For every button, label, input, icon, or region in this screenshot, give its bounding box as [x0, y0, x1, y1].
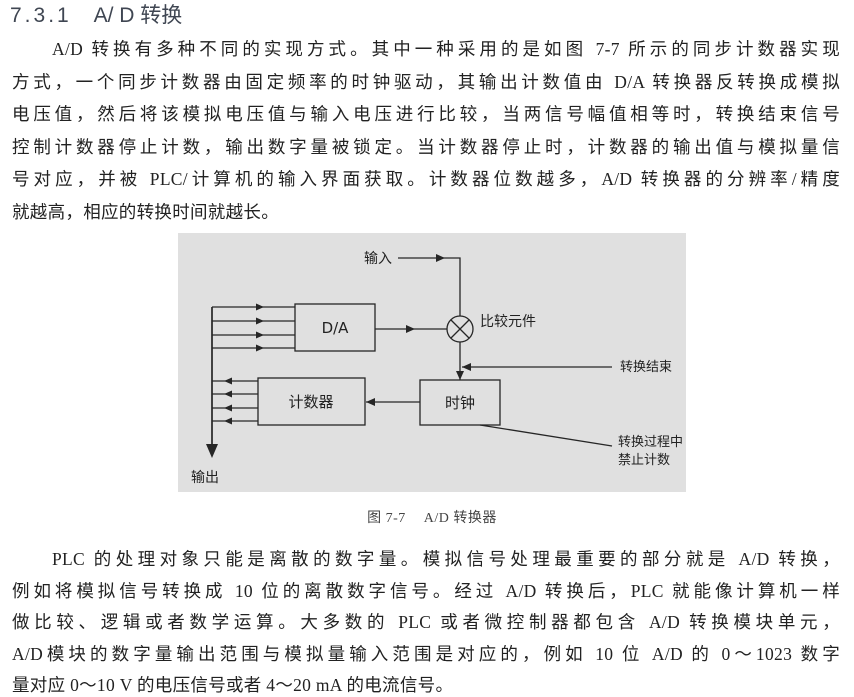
counter-output-arrowhead	[224, 404, 232, 412]
dac-input-arrowhead	[256, 303, 264, 311]
output-bus	[206, 307, 218, 458]
dac-input-arrowhead	[256, 331, 264, 339]
dac-label: D/A	[322, 319, 350, 337]
paragraph-line: 就越高，相应的转换时间就越长。	[12, 201, 279, 222]
counter-output-arrow	[212, 377, 258, 385]
counter-output-arrowhead	[224, 390, 232, 398]
paragraph-line: A/D模块的数字量输出范围与模拟量输入范围是对应的，例如 10 位 A/D 的 …	[12, 643, 840, 664]
dac-output-arrowhead	[406, 325, 415, 333]
inhibit-label-line: 转换过程中	[618, 435, 683, 450]
inhibit-label-line: 禁止计数	[618, 453, 670, 468]
paragraph-line: 控制计数器停止计数，输出数字量被锁定。当计数器停止时，计数器的输出值与模拟量信	[12, 136, 840, 157]
dac-input-arrowhead	[256, 317, 264, 325]
clock-pulse-arrowhead	[366, 398, 375, 406]
inhibit-leader-line	[479, 424, 613, 447]
compare-result-arrowhead	[456, 371, 464, 380]
section-heading: 7.3.1 A/ D 转换	[10, 4, 182, 28]
conversion-end-label: 转换结束	[620, 360, 672, 375]
counter-output-arrowhead	[224, 417, 232, 425]
diagram-background	[178, 233, 686, 492]
dac-output-arrow	[375, 325, 447, 333]
counter-label: 计数器	[288, 393, 333, 411]
paragraph-line: 方式，一个同步计数器由固定频率的时钟驱动，其输出计数值由 D/A 转换器反转换成…	[12, 71, 840, 92]
dac-input-arrow	[212, 344, 295, 352]
dac-input-arrowhead	[256, 344, 264, 352]
paragraph-line: 例如将模拟信号转换成 10 位的离散数字信号。经过 A/D 转换后，PLC 就能…	[12, 580, 840, 601]
paragraph-line: 号对应，并被 PLC/计算机的输入界面获取。计数器位数越多，A/D 转换器的分辨…	[12, 169, 840, 190]
figure-title: A/D 转换器	[423, 511, 497, 526]
counter-output-arrow	[212, 404, 258, 412]
dac-input-arrow	[212, 317, 295, 325]
comparator-label: 比较元件	[480, 314, 536, 330]
dac-input-arrow	[212, 303, 295, 311]
input-label: 输入	[364, 251, 392, 267]
input-line	[398, 257, 461, 316]
paragraph-line: 量对应 0～10 V 的电压信号或者 4～20 mA 的电流信号。	[12, 675, 454, 695]
counter-output-arrow	[212, 390, 258, 398]
counter-output-arrowhead	[224, 377, 232, 385]
section-number: 7.3.1	[10, 4, 72, 27]
figure-number: 图 7-7	[367, 511, 406, 526]
counter-box	[257, 377, 366, 426]
output-bus-arrowhead	[206, 444, 218, 458]
section-title: A/ D 转换	[93, 4, 183, 27]
conversion-end-arrow	[462, 363, 612, 371]
conversion-end-arrowhead	[462, 363, 471, 371]
ad-converter-diagram: 输入 比较元件 D/A 转换结束 时钟 计数器 转换过程中 禁止计数	[178, 233, 686, 492]
figure-caption: 图 7-7 A/D 转换器	[178, 508, 686, 530]
dac-input-arrow	[212, 331, 295, 339]
paragraph-line: A/D 转换有多种不同的实现方式。其中一种采用的是如图 7-7 所示的同步计数器…	[52, 39, 840, 59]
counter-output-arrow	[212, 417, 258, 425]
paragraph-1: A/D 转换有多种不同的实现方式。其中一种采用的是如图 7-7 所示的同步计数器…	[12, 38, 840, 223]
paragraph-line: PLC 的处理对象只能是离散的数字量。模拟信号处理最重要的部分就是 A/D 转换…	[52, 549, 840, 569]
clock-pulse-arrow	[366, 398, 420, 406]
output-label: 输出	[191, 470, 219, 486]
compare-result-arrow	[456, 342, 464, 380]
clock-label: 时钟	[445, 394, 475, 412]
input-arrow	[398, 254, 461, 316]
paragraph-line: 做比较、逻辑或者数学运算。大多数的 PLC 或者微控制器都包含 A/D 转换模块…	[12, 612, 840, 632]
paragraph-line: 电压值，然后将该模拟电压值与输入电压进行比较，当两信号幅值相等时，转换结束信号	[12, 104, 840, 125]
dac-box	[294, 303, 376, 352]
input-arrowhead	[436, 254, 445, 262]
paragraph-2: PLC 的处理对象只能是离散的数字量。模拟信号处理最重要的部分就是 A/D 转换…	[12, 548, 840, 696]
comparator-cross	[450, 319, 470, 339]
